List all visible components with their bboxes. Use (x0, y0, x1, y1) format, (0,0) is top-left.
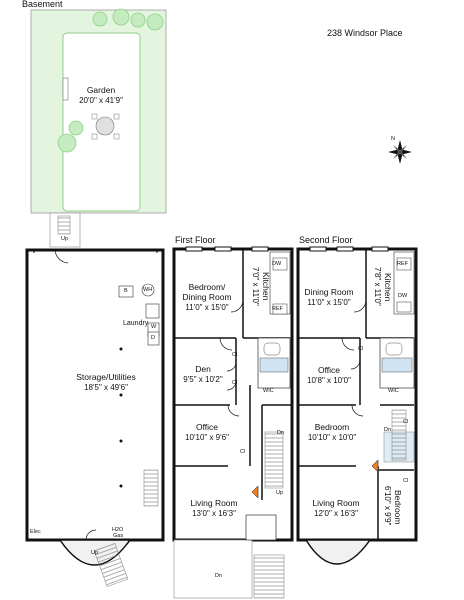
living-1-name: Living Room (190, 498, 238, 508)
kitchen-2-name: Kitchen (383, 273, 393, 302)
bedroom-2b-dims: 6'10" x 9'9" (383, 486, 392, 526)
basement-up-rear: Up (61, 236, 69, 242)
office-2-dims: 10'8" x 10'0" (307, 376, 351, 385)
bedroom-dining-name-2: Dining Room (182, 292, 232, 302)
address-label: 238 Windsor Place (327, 28, 403, 38)
basement-plan (25, 8, 167, 587)
second-wic: WIC (388, 388, 399, 394)
second-cl-3: Cl (403, 478, 409, 484)
appliance-w: W (151, 324, 157, 330)
bedroom-2a-name: Bedroom (314, 422, 350, 432)
bedroom-dining-name-1: Bedroom/ (188, 282, 226, 292)
kitchen-1-dims: 7'0" x 11'0" (251, 267, 260, 306)
garden-bench (62, 77, 69, 101)
storage-dims: 18'5" x 49'6" (84, 383, 128, 392)
office-2-name: Office (317, 365, 341, 375)
living-1-dims: 13'0" x 16'3" (192, 509, 236, 518)
second-floor-title: Second Floor (299, 235, 353, 245)
garden-trees (57, 8, 164, 153)
living-2-dims: 12'0" x 16'3" (314, 509, 358, 518)
office-1-name: Office (195, 422, 219, 432)
kitchen-1-name: Kitchen (261, 272, 271, 301)
compass-north-label: N (391, 136, 395, 142)
first-cl-3: Cl (240, 449, 246, 455)
first-ref-label: REF (272, 306, 283, 312)
bedroom-2a-dims: 10'10" x 10'0" (307, 433, 357, 442)
first-floor-plan (172, 246, 294, 599)
second-floor-plan (296, 246, 418, 565)
garden-name: Garden (86, 85, 116, 95)
garden-dims: 20'0" x 41'9" (79, 96, 123, 105)
garden-table-set (91, 113, 120, 140)
living-2-name: Living Room (312, 498, 360, 508)
kitchen-2-dims: 7'8" x 11'0" (373, 267, 382, 306)
gas-label: Gas (113, 533, 124, 539)
storage-name: Storage/Utilities (76, 372, 136, 382)
second-ref-label: REF (397, 261, 408, 267)
first-up-stair: Up (276, 490, 284, 496)
second-dw-label: DW (398, 293, 408, 299)
appliance-wh: WH (143, 287, 153, 293)
first-floor-title: First Floor (175, 235, 216, 245)
laundry-label: Laundry (123, 320, 149, 327)
storage-room (25, 248, 165, 542)
appliance-b: B (124, 288, 128, 294)
elec-label: Elec (30, 529, 41, 535)
dining-2-name: Dining Room (304, 287, 354, 297)
dining-2-dims: 11'0" x 15'0" (307, 298, 351, 307)
den-name: Den (195, 364, 211, 374)
first-cl-2: Cl (232, 380, 238, 386)
first-dn-stoop: Dn (215, 573, 223, 579)
first-cl-1: Cl (232, 352, 238, 358)
basement-title: Basement (22, 0, 63, 9)
bedroom-2b-name: Bedroom (393, 490, 403, 525)
den-dims: 9'5" x 10'2" (183, 375, 223, 384)
h2o-label: H2O (112, 527, 124, 533)
compass-rose-icon (388, 140, 412, 164)
bedroom-dining-dims: 11'0" x 15'0" (185, 303, 229, 312)
second-cl-1: Cl (358, 346, 364, 352)
first-wic: WIC (263, 388, 274, 394)
first-dn-stair: Dn (277, 430, 285, 436)
appliance-d: D (151, 335, 155, 341)
second-dn-stair: Dn (384, 427, 392, 433)
second-cl-2: Cl (403, 419, 409, 425)
office-1-dims: 10'10" x 9'6" (185, 433, 229, 442)
first-dw-label: DW (272, 261, 282, 267)
basement-up-front: Up (91, 550, 99, 556)
